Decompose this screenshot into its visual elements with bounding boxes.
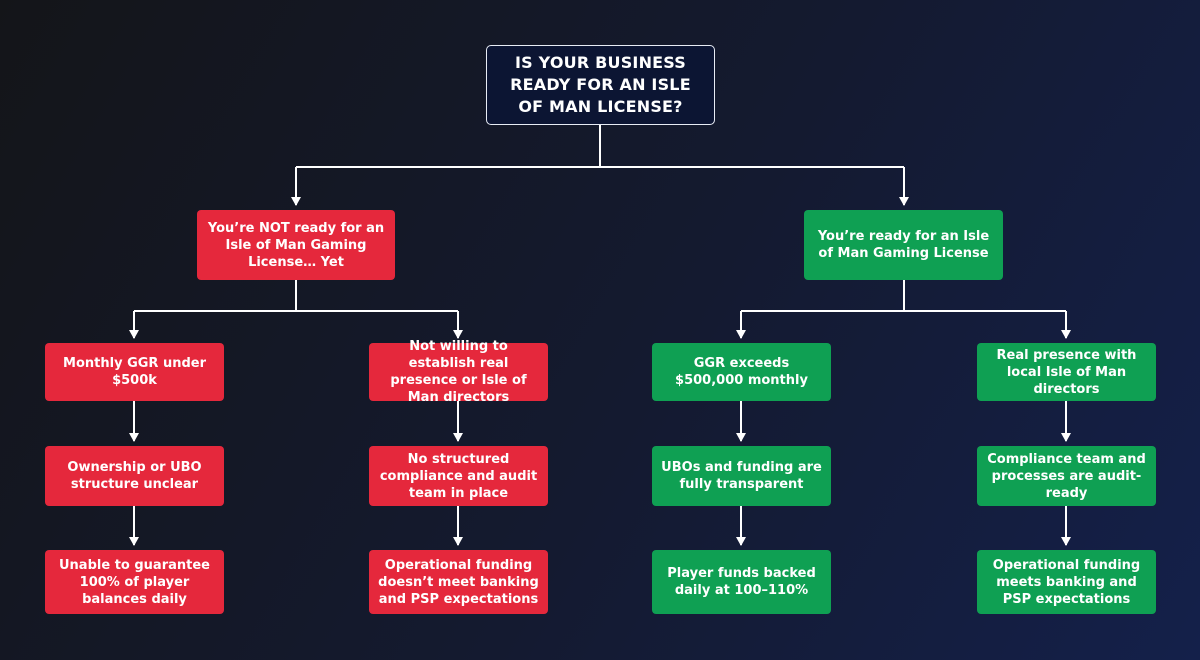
ready-left-step-2: UBOs and funding are fully transparent [652,446,831,506]
connector-ready-branch [741,280,1066,312]
connector-title-branch [296,125,904,168]
not-ready-right-step-1: Not willing to establish real presence o… [369,339,548,405]
ready-heading: You’re ready for an Isle of Man Gaming L… [804,210,1003,280]
not-ready-right-step-3: Operational funding doesn’t meet banking… [369,550,548,614]
ready-left-step-3: Player funds backed daily at 100–110% [652,550,831,614]
question-box: IS YOUR BUSINESS READY FOR AN ISLE OF MA… [486,45,715,125]
ready-right-step-3: Operational funding meets banking and PS… [977,550,1156,614]
ready-right-step-1: Real presence with local Isle of Man dir… [977,343,1156,401]
ready-left-step-1: GGR exceeds $500,000 monthly [652,343,831,401]
ready-right-step-2: Compliance team and processes are audit-… [977,446,1156,506]
connector-not-ready-branch [134,280,458,312]
not-ready-left-step-2: Ownership or UBO structure unclear [45,446,224,506]
not-ready-right-step-2: No structured compliance and audit team … [369,446,548,506]
not-ready-heading: You’re NOT ready for an Isle of Man Gami… [197,210,395,280]
not-ready-left-step-3: Unable to guarantee 100% of player balan… [45,550,224,614]
not-ready-left-step-1: Monthly GGR under $500k [45,343,224,401]
